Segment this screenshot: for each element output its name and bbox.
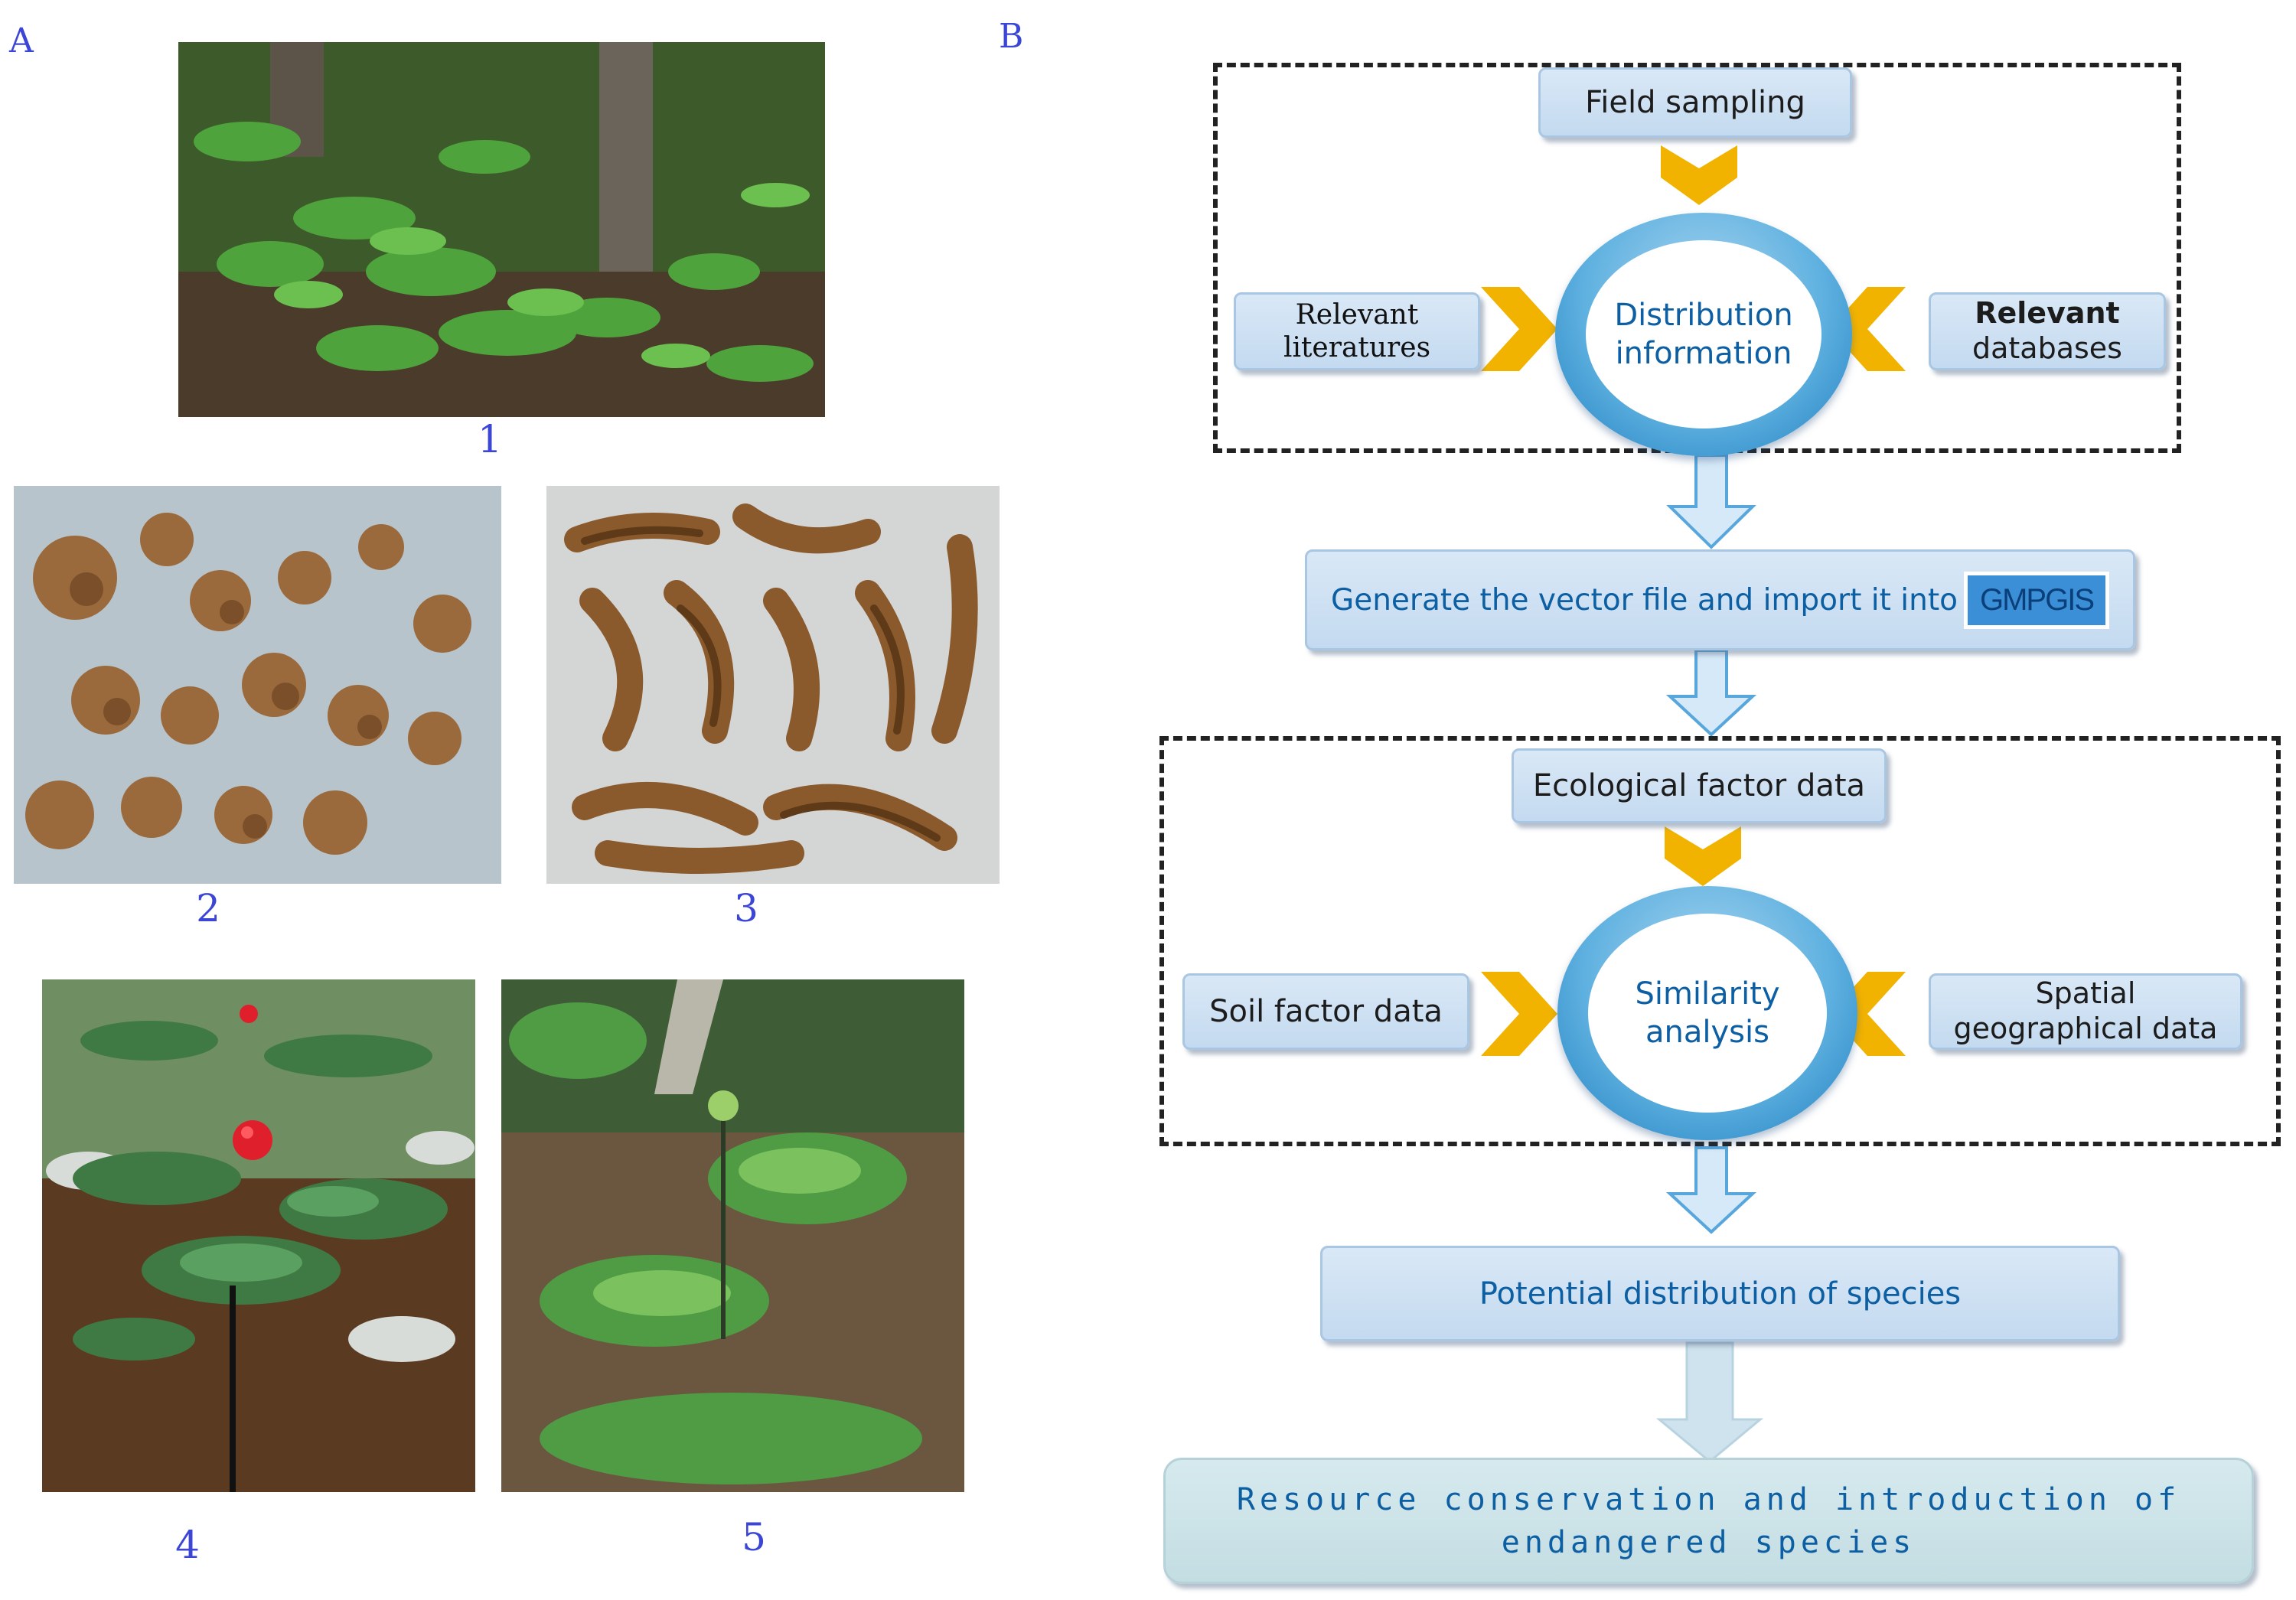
panel-label-a: A	[9, 21, 34, 60]
box-resource-conservation: Resource conservation and introduction o…	[1163, 1458, 2254, 1584]
photo-label-1: 1	[478, 417, 502, 461]
photo-label-3: 3	[734, 886, 758, 930]
photo-plant-flowering	[501, 979, 964, 1492]
box-generate-vector-file: Generate the vector file and import it i…	[1305, 549, 2135, 650]
distribution-line1: Distribution	[1614, 298, 1793, 333]
panel-label-b: B	[999, 17, 1024, 56]
photo-plant-red-berries	[42, 979, 475, 1492]
spatial-line1: Spatial	[2035, 976, 2136, 1011]
soil-text: Soil factor data	[1209, 994, 1443, 1029]
resource-line2: endangered species	[1501, 1524, 1916, 1560]
field-sampling-text: Field sampling	[1585, 85, 1805, 120]
node-similarity-analysis: Similarity analysis	[1557, 886, 1857, 1140]
relevant-databases-line2: databases	[1972, 331, 2122, 365]
photo-label-2: 2	[196, 886, 220, 930]
photo-label-5: 5	[742, 1515, 766, 1559]
box-relevant-literatures: Relevant literatures	[1234, 292, 1480, 370]
arrow-down-2	[1665, 649, 1757, 737]
node-distribution-information: Distribution information	[1555, 213, 1852, 456]
group-similarity-inputs	[1159, 736, 2281, 1146]
box-soil-factor-data: Soil factor data	[1182, 973, 1469, 1050]
photo-label-4: 4	[175, 1523, 200, 1567]
photo-forest-understory	[178, 42, 825, 417]
arrow-down-4	[1655, 1341, 1764, 1463]
box-ecological-factor-data: Ecological factor data	[1512, 748, 1887, 823]
relevant-literatures-line1: Relevant	[1295, 298, 1419, 331]
spatial-line2: geographical data	[1953, 1012, 2218, 1045]
box-spatial-geographical-data: Spatial geographical data	[1929, 973, 2242, 1050]
resource-line1: Resource conservation and introduction o…	[1236, 1481, 2181, 1517]
generate-text: Generate the vector file and import it i…	[1330, 582, 1958, 618]
arrow-down-1	[1666, 454, 1756, 549]
chevron-down-2	[1665, 826, 1741, 886]
chevron-right-2	[1481, 972, 1557, 1056]
ecological-text: Ecological factor data	[1532, 768, 1866, 803]
potential-text: Potential distribution of species	[1479, 1276, 1962, 1312]
similarity-line2: analysis	[1645, 1015, 1769, 1050]
node-distribution-center: Distribution information	[1586, 240, 1821, 429]
box-relevant-databases: Relevant databases	[1929, 292, 2166, 370]
node-similarity-center: Similarity analysis	[1588, 914, 1827, 1113]
photo-dried-roots-round	[14, 486, 501, 884]
distribution-line2: information	[1615, 336, 1792, 371]
chevron-down-1	[1661, 145, 1737, 205]
relevant-databases-line1: Relevant	[1975, 296, 2120, 331]
arrow-down-3	[1665, 1146, 1757, 1234]
chevron-right-1	[1481, 287, 1557, 371]
relevant-literatures-line2: literatures	[1283, 332, 1431, 363]
photo-dried-roots-long	[546, 486, 1000, 884]
box-field-sampling: Field sampling	[1538, 67, 1852, 138]
gmpgis-tag: GMPGIS	[1963, 571, 2110, 629]
similarity-line1: Similarity	[1635, 976, 1780, 1012]
box-potential-distribution: Potential distribution of species	[1320, 1246, 2120, 1341]
